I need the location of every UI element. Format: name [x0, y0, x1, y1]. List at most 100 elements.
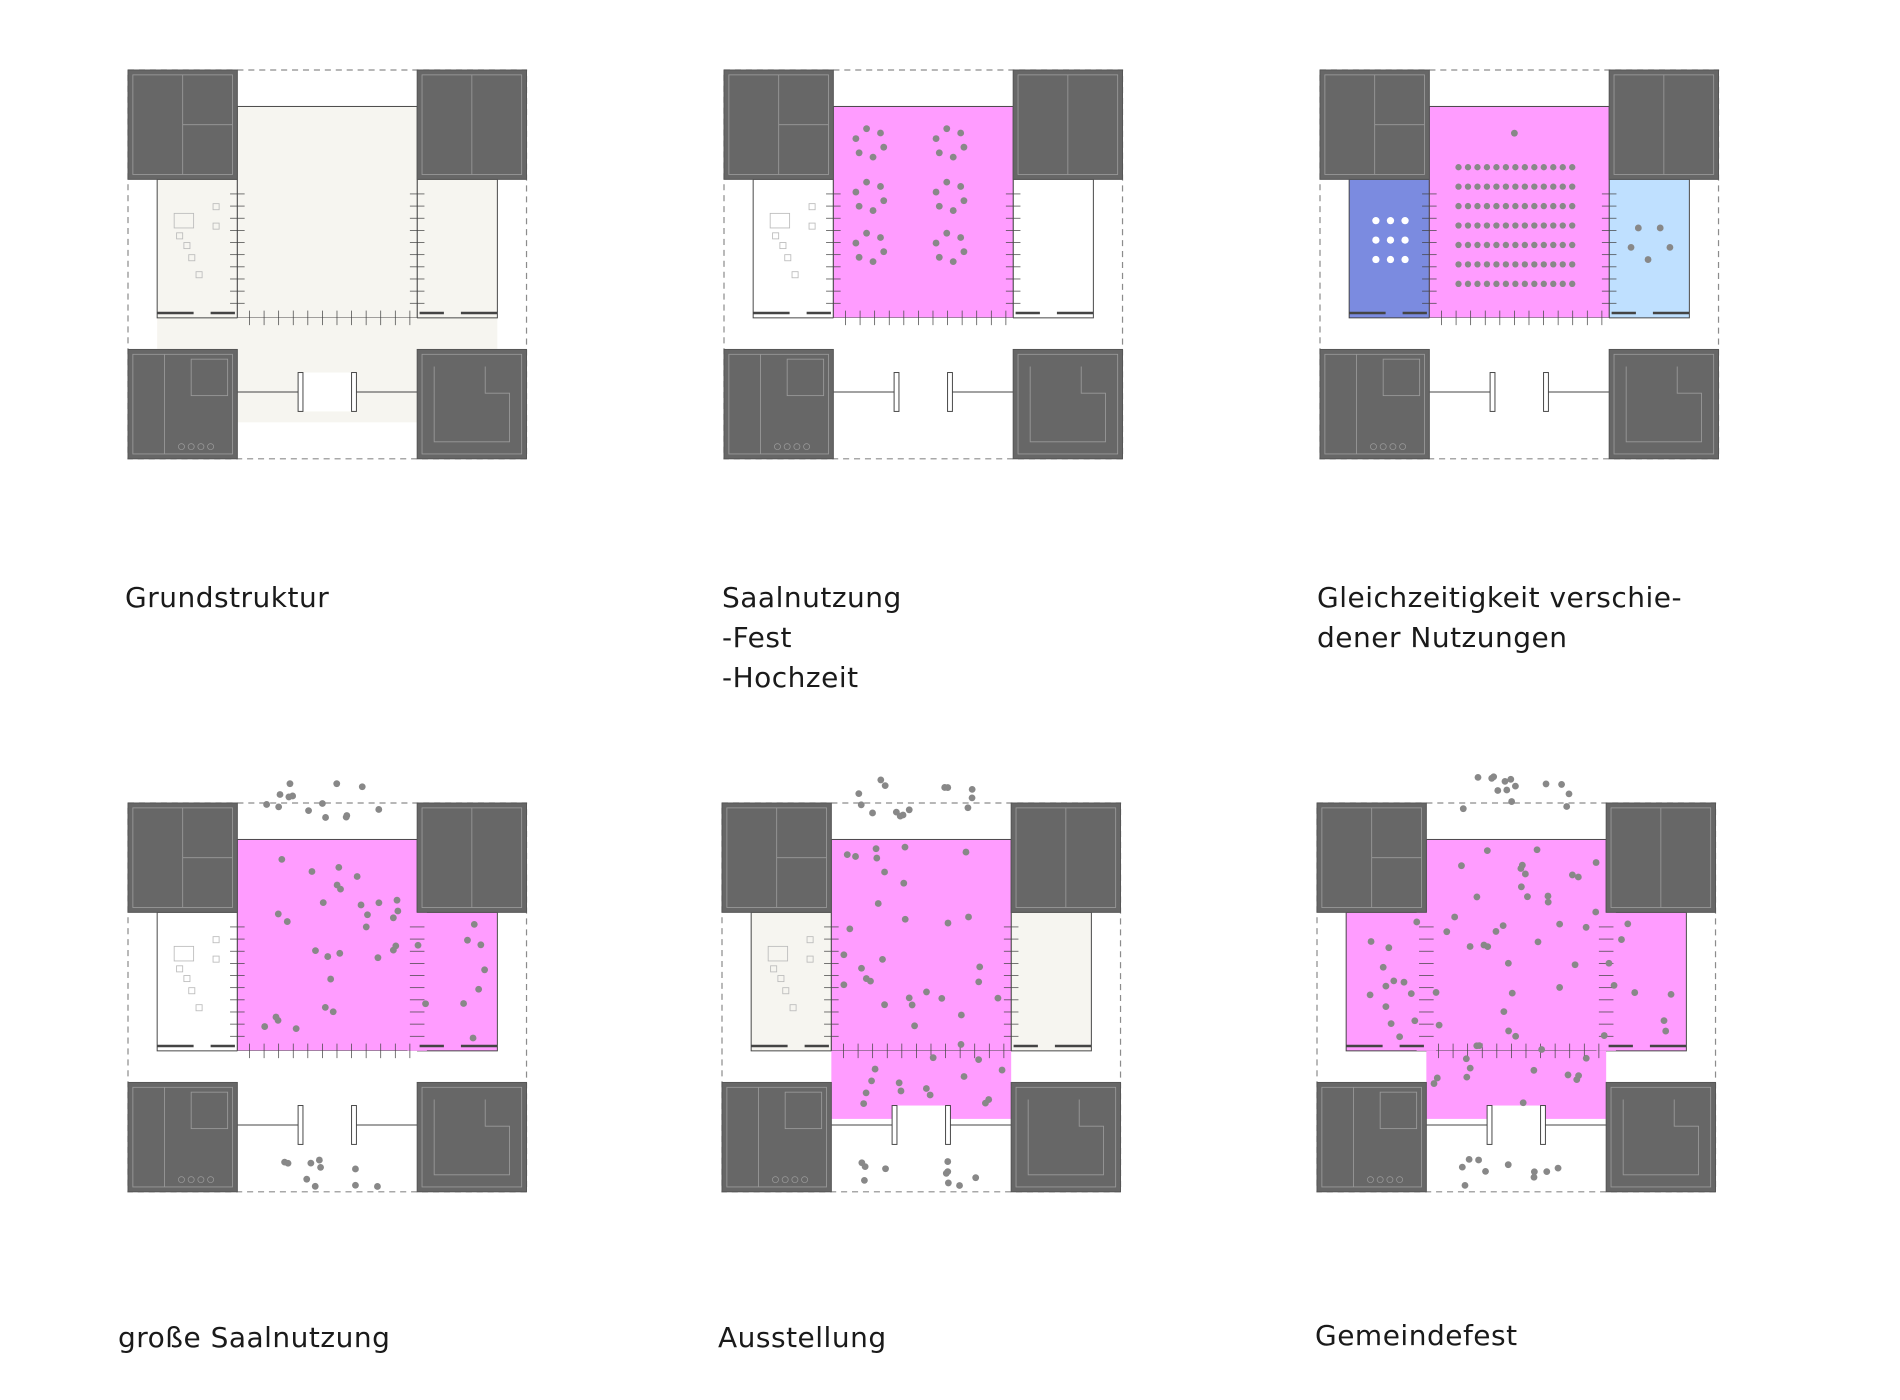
- person-dot: [261, 1023, 269, 1030]
- chair-dot: [1455, 261, 1462, 268]
- person-dot: [477, 941, 485, 949]
- seat-dot: [863, 178, 870, 186]
- core-fixture: [1370, 443, 1377, 451]
- furniture-item: [777, 975, 785, 983]
- person-dot: [923, 988, 930, 996]
- core-inner-line: [1610, 1086, 1712, 1188]
- person-dot: [1411, 1017, 1419, 1025]
- person-dot-outside: [1558, 781, 1565, 788]
- person-dot-outside: [1482, 1167, 1489, 1175]
- chair-dot: [1502, 241, 1510, 249]
- chair-dot: [1550, 183, 1557, 190]
- chair-dot: [1531, 280, 1538, 287]
- person-dot: [1534, 938, 1542, 946]
- person-dot: [926, 1091, 934, 1099]
- core-bottom-left: [1319, 348, 1430, 460]
- person-dot: [1544, 898, 1552, 906]
- person-dot: [1518, 861, 1526, 869]
- furniture-item: [808, 203, 816, 211]
- core-bottom-right: [1608, 348, 1720, 460]
- person-dot: [998, 1066, 1006, 1074]
- chair-dot: [1464, 280, 1472, 287]
- person-dot: [1463, 1073, 1471, 1081]
- person-dot: [1660, 1017, 1668, 1025]
- entrance-door: [1487, 1105, 1546, 1145]
- right-wing: [416, 178, 498, 319]
- person-dot: [1564, 1071, 1572, 1079]
- person-dot: [1451, 913, 1459, 921]
- person-dot: [860, 1100, 868, 1107]
- person-dot: [1568, 871, 1576, 879]
- core-fixture: [781, 1176, 789, 1184]
- person-dot: [389, 914, 397, 922]
- entrance-door-leaf: [351, 1105, 357, 1145]
- person-dot: [901, 915, 909, 923]
- entrance-door-leaf: [297, 1105, 304, 1145]
- person-dot-outside: [1543, 1168, 1551, 1176]
- right-wing: [1608, 178, 1690, 319]
- person-dot-outside: [944, 1168, 952, 1176]
- chair-dot: [1559, 183, 1566, 190]
- seat-dot: [957, 183, 965, 190]
- core-fixture: [1367, 1176, 1374, 1184]
- chair-dot: [1455, 280, 1462, 287]
- core-fixture: [1399, 443, 1407, 451]
- person-dot: [846, 925, 854, 933]
- furniture-item: [195, 271, 203, 279]
- chair-dot: [1502, 261, 1510, 268]
- chair-dot: [1474, 241, 1481, 249]
- chair-dot: [1550, 202, 1557, 210]
- seat-dot: [863, 229, 870, 237]
- person-dot-outside: [881, 782, 889, 790]
- seat-dot: [869, 258, 877, 266]
- core-fixture: [187, 443, 195, 451]
- person-dot: [278, 855, 286, 863]
- seat-dot: [880, 197, 888, 205]
- person-dot: [1644, 256, 1652, 263]
- chair-dot: [1502, 280, 1510, 287]
- chair-white: [1401, 255, 1409, 264]
- plan-boundary: [1319, 69, 1720, 460]
- person-dot: [333, 881, 341, 889]
- furniture-item: [212, 955, 220, 963]
- chair-white: [1386, 255, 1395, 264]
- person-dot-outside: [1461, 1181, 1469, 1189]
- core-fixture: [783, 443, 791, 451]
- plan-boundary: [1316, 802, 1717, 1193]
- person-dot-outside: [944, 1179, 952, 1187]
- caption-line: große Saalnutzung: [118, 1321, 391, 1354]
- person-dot: [962, 848, 970, 856]
- chair-dot: [1474, 261, 1481, 268]
- person-dot-outside: [1565, 790, 1573, 798]
- person-dot: [965, 913, 972, 921]
- person-dot: [292, 1025, 300, 1033]
- chair-white: [1386, 217, 1395, 225]
- chair-dot: [1521, 202, 1529, 210]
- chair-dot: [1531, 164, 1538, 171]
- person-dot: [905, 994, 913, 1002]
- caption-saalnutzung: Saalnutzung -Fest -Hochzeit: [722, 578, 902, 698]
- person-dot: [957, 1011, 965, 1019]
- chair-dot: [1512, 202, 1519, 210]
- person-dot: [422, 1000, 429, 1008]
- seat-dot: [877, 234, 884, 241]
- core-inner-line: [132, 353, 233, 455]
- chair-dot: [1559, 261, 1566, 268]
- left-wing: [1348, 178, 1430, 319]
- person-dot: [938, 994, 946, 1002]
- seat-dot: [869, 153, 877, 161]
- chair-dot: [1483, 222, 1491, 229]
- chair-dot: [1483, 164, 1491, 171]
- speaker-dot: [1510, 129, 1518, 137]
- seat-dot: [855, 149, 863, 157]
- hall: [236, 838, 418, 1052]
- person-dot: [1505, 1027, 1513, 1035]
- chair-dot: [1521, 280, 1529, 287]
- core-fixture: [793, 443, 801, 451]
- person-dot-outside: [869, 809, 876, 817]
- person-dot-outside: [305, 807, 312, 815]
- person-dot: [895, 1079, 903, 1087]
- plan-boundary: [127, 802, 528, 1193]
- person-dot-outside: [352, 1165, 359, 1173]
- core-bottom-left: [721, 1081, 832, 1193]
